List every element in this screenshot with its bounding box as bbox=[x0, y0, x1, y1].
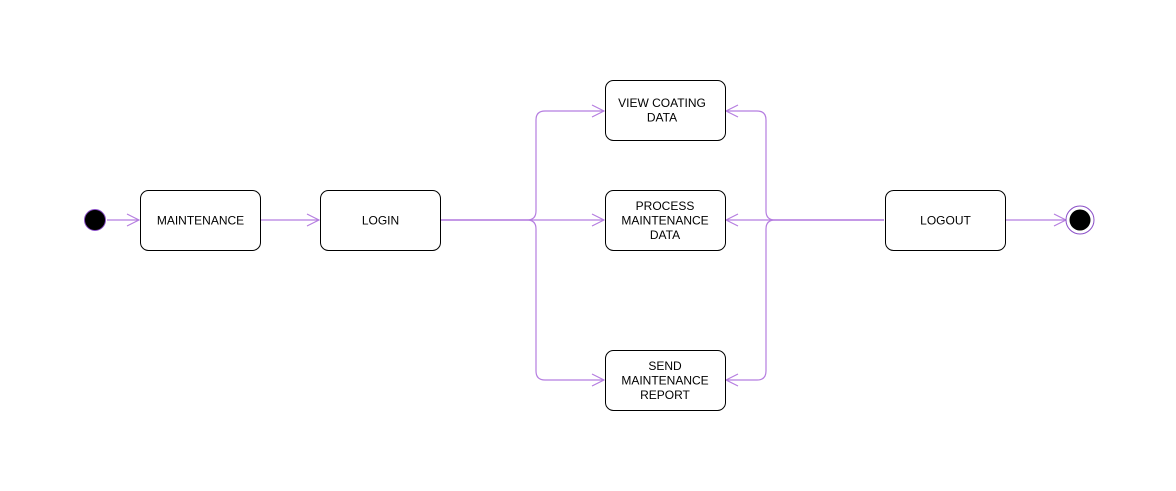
label-line: LOGIN bbox=[362, 214, 399, 228]
label-line: MAINTENANCE bbox=[621, 374, 708, 388]
label-line: SEND bbox=[648, 359, 682, 373]
edge-logout-to-view-coating bbox=[726, 111, 884, 221]
node-login[interactable]: LOGIN bbox=[320, 190, 441, 251]
label-line: REPORT bbox=[640, 388, 690, 402]
label-line: LOGOUT bbox=[920, 214, 971, 228]
node-logout-label: LOGOUT bbox=[920, 214, 971, 228]
edge-login-to-view-coating bbox=[441, 111, 604, 221]
edge-login-to-send-report bbox=[441, 219, 604, 380]
label-line: DATA bbox=[647, 111, 677, 125]
initial-node bbox=[84, 209, 106, 231]
label-line: MAINTENANCE bbox=[157, 214, 244, 228]
label-line: VIEW COATING bbox=[618, 96, 706, 110]
final-node bbox=[1065, 205, 1095, 235]
node-maintenance-label: MAINTENANCE bbox=[157, 214, 244, 228]
node-logout[interactable]: LOGOUT bbox=[885, 190, 1006, 251]
label-line: DATA bbox=[650, 228, 680, 242]
edge-logout-to-send-report bbox=[726, 219, 884, 380]
node-login-label: LOGIN bbox=[362, 214, 399, 228]
label-line: PROCESS bbox=[636, 199, 695, 213]
node-maintenance[interactable]: MAINTENANCE bbox=[140, 190, 261, 251]
label-line: MAINTENANCE bbox=[621, 214, 708, 228]
